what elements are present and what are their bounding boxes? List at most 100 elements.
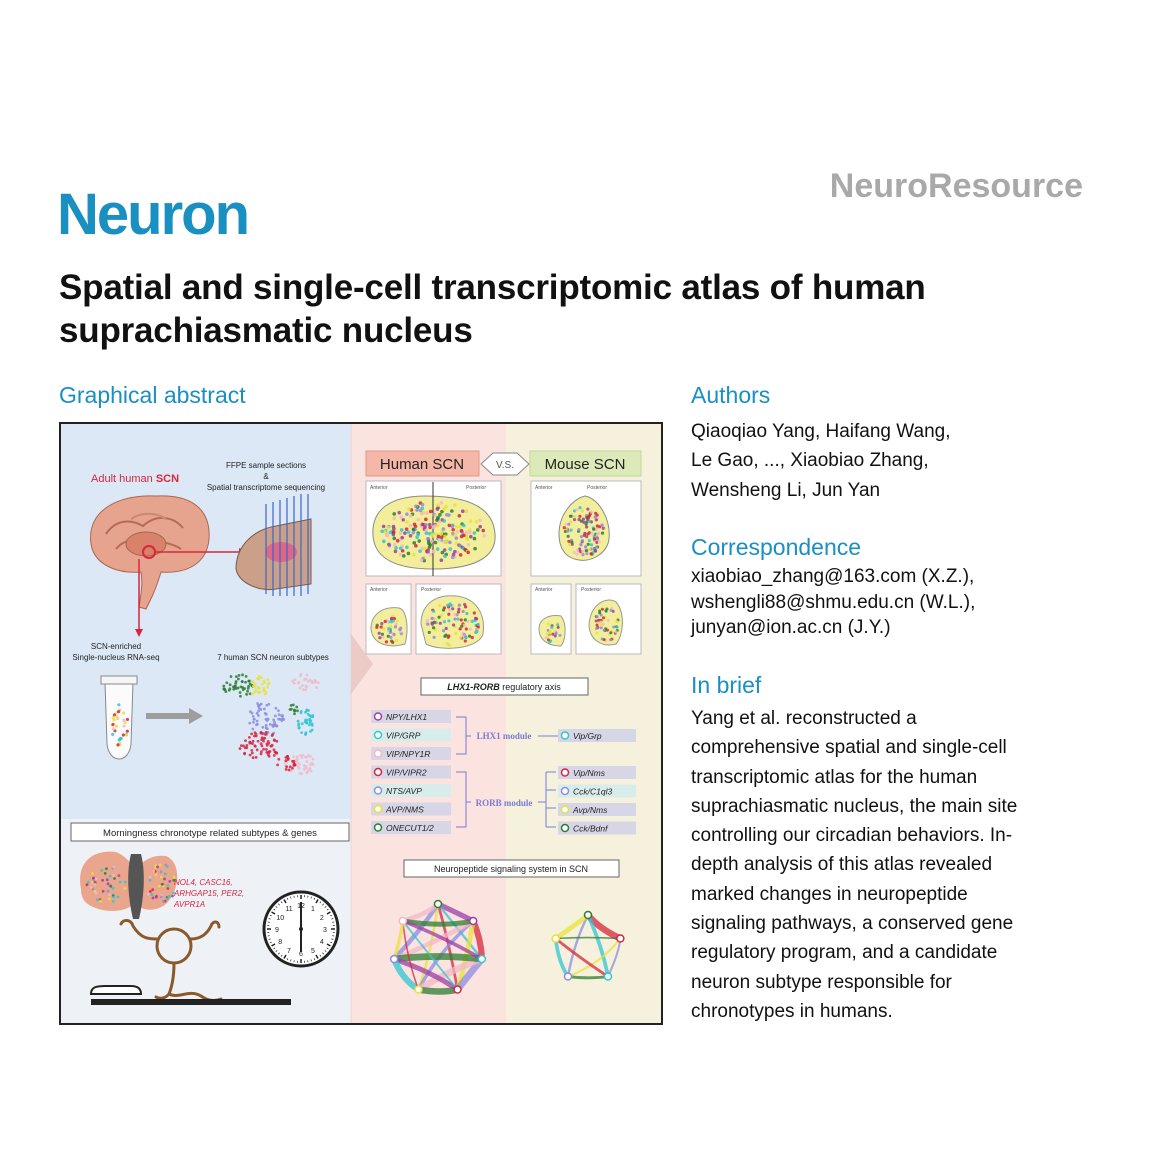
- scatter-dot: [562, 526, 566, 530]
- scatter-dot: [585, 525, 589, 529]
- scatter-dot: [281, 714, 285, 718]
- clock-tick: [324, 950, 327, 953]
- scatter-dot: [382, 539, 386, 544]
- scatter-dot: [225, 681, 229, 685]
- scatter-dot: [260, 682, 264, 686]
- clock-number: 4: [320, 939, 324, 946]
- scatter-dot: [266, 685, 270, 689]
- scatter-dot: [250, 679, 254, 683]
- scatter-dot: [437, 615, 441, 619]
- scatter-dot: [264, 747, 268, 751]
- scatter-dot: [430, 616, 434, 620]
- scatter-dot: [238, 691, 242, 694]
- scatter-dot: [113, 877, 116, 880]
- scatter-dot: [599, 613, 603, 617]
- scatter-dot: [243, 751, 246, 755]
- scatter-dot: [442, 620, 447, 624]
- human-subtype-list: NPY/LHX1VIP/GRPVIP/NPY1RVIP/VIPR2NTS/AVP…: [371, 710, 451, 834]
- scatter-dot: [107, 897, 111, 901]
- scatter-dot: [257, 674, 261, 678]
- svg-text:Posterior: Posterior: [421, 587, 441, 593]
- scatter-dot: [105, 867, 108, 871]
- scatter-dot: [583, 531, 587, 536]
- scatter-dot: [478, 524, 482, 529]
- network-human: [389, 899, 487, 995]
- scatter-dot: [399, 515, 404, 519]
- scatter-dot: [255, 719, 259, 723]
- scatter-dot: [242, 744, 245, 748]
- scatter-dot: [405, 520, 409, 524]
- morningness-label-box: [70, 822, 350, 842]
- scatter-dot: [121, 733, 125, 737]
- scatter-dot: [392, 617, 396, 621]
- in-brief-line: controlling our circadian behaviors. In-: [691, 825, 1013, 847]
- scatter-dot: [546, 622, 550, 626]
- scatter-dot: [602, 628, 606, 632]
- scatter-dot: [111, 899, 115, 903]
- scatter-dot: [383, 619, 387, 624]
- scatter-dot: [451, 552, 456, 557]
- scatter-dot: [158, 863, 162, 867]
- scatter-dot: [465, 537, 470, 542]
- scatter-dot: [572, 550, 576, 555]
- scatter-dot: [443, 534, 447, 539]
- scatter-dot: [458, 627, 462, 631]
- scatter-dot: [101, 889, 105, 893]
- scatter-dot: [573, 515, 577, 519]
- scatter-dot: [440, 509, 444, 514]
- coronal-dots: [85, 863, 176, 903]
- scatter-dot: [163, 872, 167, 876]
- scatter-dot: [297, 723, 300, 727]
- scatter-dot: [388, 624, 393, 629]
- clock-tick: [269, 914, 272, 917]
- scatter-dot: [459, 534, 464, 539]
- scatter-dot: [315, 686, 318, 689]
- scatter-dot: [427, 630, 431, 634]
- clock-tick: [273, 908, 276, 911]
- scatter-dot: [403, 531, 407, 535]
- scatter-dot: [563, 529, 568, 533]
- scatter-dot: [443, 554, 447, 559]
- scatter-dot: [579, 534, 584, 539]
- scatter-dot: [298, 753, 302, 757]
- scatter-dot: [472, 611, 476, 615]
- scatter-dot: [409, 514, 413, 518]
- clock-tick: [315, 899, 319, 904]
- regulatory-axis-box: [420, 677, 589, 696]
- scatter-dot: [428, 522, 432, 527]
- clock-tick: [326, 943, 331, 947]
- scatter-dot: [578, 506, 582, 510]
- scatter-dot: [464, 627, 468, 631]
- lhx1-module-label: LHX1 module: [477, 731, 532, 741]
- scatter-dot: [464, 605, 468, 609]
- clock-tick: [271, 943, 276, 947]
- sample-tube: [100, 675, 138, 760]
- scatter-dot: [395, 538, 400, 543]
- email-link[interactable]: wshengli88@shmu.edu.cn (W.L.),: [691, 591, 976, 613]
- clock-number: 7: [287, 948, 291, 955]
- scatter-dot: [548, 640, 552, 644]
- email-link[interactable]: xiaobiao_zhang@163.com (X.Z.),: [691, 566, 975, 587]
- scatter-dot: [117, 710, 121, 714]
- scatter-dot: [380, 622, 384, 626]
- network-node: [433, 899, 443, 909]
- clock-tick: [322, 903, 325, 906]
- subtypes-umap-label: 7 human SCN neuron subtypes: [217, 653, 329, 662]
- subtype-marker: [373, 804, 383, 814]
- scatter-dot: [304, 765, 308, 768]
- scatter-dot: [575, 508, 579, 512]
- scatter-dot: [275, 739, 279, 743]
- scatter-dot: [111, 886, 115, 890]
- scatter-dot: [459, 635, 463, 640]
- scatter-dot: [266, 678, 270, 682]
- scatter-dot: [444, 626, 448, 631]
- scatter-dot: [292, 681, 296, 685]
- scatter-dot: [286, 758, 290, 761]
- scatter-dot: [154, 895, 158, 899]
- scatter-dot: [601, 526, 605, 530]
- scatter-dot: [260, 750, 263, 754]
- email-link[interactable]: junyan@ion.ac.cn (J.Y.): [691, 617, 891, 638]
- scatter-dot: [594, 518, 598, 522]
- network-edge: [567, 975, 609, 980]
- network-node: [563, 972, 573, 981]
